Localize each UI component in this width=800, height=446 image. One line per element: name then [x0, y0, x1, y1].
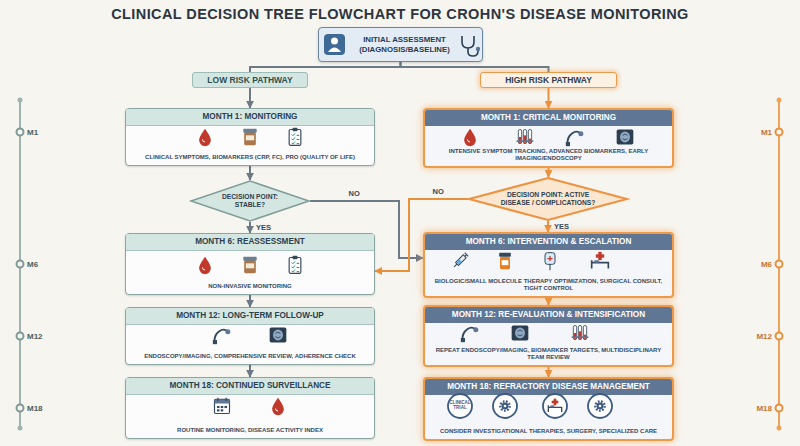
node-body: CONSIDER INVESTIGATIONAL THERAPIES, SURG… [429, 428, 668, 436]
timeline-dot [776, 261, 783, 268]
timeline-end [777, 98, 782, 103]
node-body: ENDOSCOPY/IMAGING, COMPREHENSIVE REVIEW,… [130, 353, 370, 361]
pathway-band: LOW RISK PATHWAY [192, 72, 308, 88]
node-heading: MONTH 1: CRITICAL MONITORING [425, 110, 672, 126]
edge-label: YES [256, 223, 271, 232]
diamond-shape [191, 181, 309, 221]
node-body: BIOLOGIC/SMALL MOLECULE THERAPY OPTIMIZA… [429, 278, 668, 293]
diamond-shape [469, 178, 627, 220]
connector-arrow [249, 222, 251, 233]
timeline-marker: M12 [748, 332, 772, 341]
node-body: ROUTINE MONITORING, DISEASE ACTIVITY IND… [130, 427, 370, 435]
decision-diamond: DECISION POINT: ACTIVE DISEASE / COMPLIC… [468, 177, 628, 221]
timeline-dot [17, 405, 24, 412]
edge-label: YES [554, 222, 569, 231]
edge-label: NO [349, 189, 360, 198]
node-heading: MONTH 1: MONITORING [126, 109, 374, 126]
connector-arrow [249, 365, 251, 377]
node-heading: INITIAL ASSESSMENT (DIAGNOSIS/BASELINE) [349, 35, 460, 54]
timeline-end [18, 426, 23, 431]
timeline-right [776, 98, 783, 431]
timeline-marker: M1 [27, 128, 38, 137]
process-box: MONTH 12: LONG-TERM FOLLOW-UP ENDOSCOPY/I… [125, 307, 375, 365]
timeline-line [19, 100, 21, 428]
timeline-dot [776, 405, 783, 412]
connector-arrow [548, 367, 550, 377]
node-heading: MONTH 18: REFRACTORY DISEASE MANAGEMENT [425, 379, 672, 395]
timeline-end [777, 426, 782, 431]
diagram-title: CLINICAL DECISION TREE FLOWCHART FOR CRO… [0, 6, 800, 22]
process-box: MONTH 18: CONTINUED SURVEILLANCE ROUTINE … [125, 377, 375, 439]
connector-arrow [548, 168, 550, 177]
timeline-line [778, 100, 780, 428]
timeline-left [17, 98, 24, 431]
connector-arrow [548, 298, 550, 305]
timeline-marker: M1 [748, 128, 772, 137]
process-box: MONTH 6: INTERVENTION & ESCALATION BIOLOG… [423, 232, 674, 298]
timeline-marker: M18 [27, 404, 43, 413]
timeline-marker: M12 [27, 332, 43, 341]
pathway-band: HIGH RISK PATHWAY [480, 72, 617, 88]
node-heading: MONTH 6: INTERVENTION & ESCALATION [425, 234, 672, 250]
connector-arrow [547, 221, 549, 232]
timeline-marker: M6 [748, 260, 772, 269]
connector-arrow [250, 62, 401, 72]
timeline-dot [17, 333, 24, 340]
edge-label: NO [433, 187, 444, 196]
node-heading: HIGH RISK PATHWAY [505, 75, 592, 85]
node-body: CLINICAL SYMPTOMS, BIOMARKERS (CRP, FC),… [130, 154, 370, 162]
node-heading: MONTH 6: REASSESSMENT [126, 234, 374, 251]
connector-arrow [249, 88, 251, 108]
connector-arrow [401, 62, 549, 72]
process-box: MONTH 1: CRITICAL MONITORING INTENSIVE SY… [423, 108, 674, 168]
icon-caption: CLINICAL TRIAL [446, 400, 474, 411]
node-heading: MONTH 12: LONG-TERM FOLLOW-UP [126, 308, 374, 325]
node-heading: MONTH 12: RE-EVALUATION & INTENSIFICATIO… [425, 307, 672, 323]
process-box: MONTH 1: MONITORING CLINICAL SYMPTOMS, BI… [125, 108, 375, 166]
process-box: MONTH 6: REASSESSMENT NON-INVASIVE MONITO… [125, 233, 375, 295]
node-heading: LOW RISK PATHWAY [207, 75, 292, 85]
node-body: REPEAT ENDOSCOPY/IMAGING, BIOMARKER TARG… [429, 347, 668, 362]
start-box: INITIAL ASSESSMENT (DIAGNOSIS/BASELINE) [318, 27, 483, 62]
timeline-marker: M6 [27, 260, 38, 269]
timeline-marker: M18 [748, 404, 772, 413]
timeline-dot [17, 129, 24, 136]
connector-arrow [249, 166, 251, 180]
decision-diamond: DECISION POINT: STABLE? [190, 180, 310, 222]
timeline-dot [776, 333, 783, 340]
connector-arrow [249, 295, 251, 307]
timeline-end [18, 98, 23, 103]
node-heading: MONTH 18: CONTINUED SURVEILLANCE [126, 378, 374, 395]
process-box: MONTH 12: RE-EVALUATION & INTENSIFICATIO… [423, 305, 674, 367]
node-body: NON-INVASIVE MONITORING [130, 283, 370, 291]
timeline-dot [776, 129, 783, 136]
node-heading: DECISION POINT: ACTIVE DISEASE / COMPLIC… [500, 177, 596, 221]
node-heading: DECISION POINT: STABLE? [214, 180, 286, 222]
node-body: INTENSIVE SYMPTOM TRACKING, ADVANCED BIO… [429, 148, 668, 163]
connector-arrow [548, 88, 550, 108]
timeline-dot [17, 261, 24, 268]
